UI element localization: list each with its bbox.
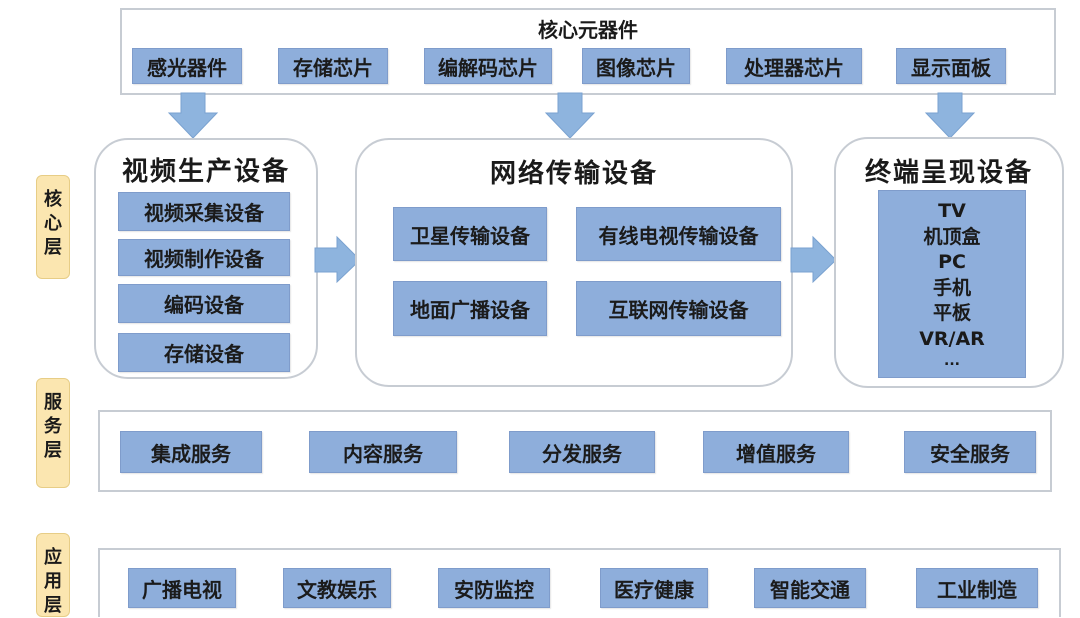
terminal-tablet: 平板 <box>932 302 971 324</box>
layer-application-char-1: 应 <box>44 547 62 568</box>
cable-tv-transmission-device: 有线电视传输设备 <box>576 207 781 261</box>
down-arrow-to-terminal <box>924 92 976 139</box>
layer-service-char-3: 层 <box>44 440 62 461</box>
component-storage-chip: 存储芯片 <box>278 48 388 84</box>
terminal-vr-ar: VR/AR <box>919 327 985 350</box>
integration-service: 集成服务 <box>120 431 262 473</box>
layer-service-char-2: 务 <box>44 416 62 437</box>
service-layer-frame: 集成服务 内容服务 分发服务 增值服务 安全服务 <box>98 410 1052 492</box>
distribution-service: 分发服务 <box>509 431 655 473</box>
video-production-title: 视频生产设备 <box>121 157 290 187</box>
layer-core-char-3: 层 <box>44 237 62 258</box>
layer-core-char-2: 心 <box>44 213 62 234</box>
app-industrial-manufacturing: 工业制造 <box>916 568 1038 608</box>
layer-application-char-3: 层 <box>44 595 62 616</box>
down-arrow-to-network <box>544 92 596 139</box>
app-security-surveillance: 安防监控 <box>438 568 550 608</box>
component-display-panel: 显示面板 <box>896 48 1006 84</box>
core-components-frame: 核心元器件 感光器件 存储芯片 编解码芯片 图像芯片 处理器芯片 显示面板 <box>120 8 1056 95</box>
terminal-mobile-phone: 手机 <box>932 276 971 299</box>
app-intelligent-transport: 智能交通 <box>754 568 866 608</box>
component-photosensor: 感光器件 <box>132 48 242 84</box>
storage-device: 存储设备 <box>118 333 290 372</box>
layer-label-core: 核 心 层 <box>36 175 70 279</box>
terminal-display-panel: 终端呈现设备 TV 机顶盒 PC 手机 平板 VR/AR ... <box>834 137 1064 388</box>
terminal-device-list: TV 机顶盒 PC 手机 平板 VR/AR ... <box>878 190 1026 378</box>
layer-application-char-2: 用 <box>44 571 62 592</box>
terminal-display-title: 终端呈现设备 <box>864 158 1033 188</box>
terrestrial-broadcast-device: 地面广播设备 <box>393 281 547 336</box>
video-capture-device: 视频采集设备 <box>118 192 290 231</box>
right-arrow-to-terminal <box>790 235 837 284</box>
video-production-panel: 视频生产设备 视频采集设备 视频制作设备 编码设备 存储设备 <box>94 138 318 379</box>
down-arrow-to-production <box>167 92 219 139</box>
encoding-device: 编码设备 <box>118 284 290 323</box>
terminal-set-top-box: 机顶盒 <box>923 225 981 248</box>
network-transmission-panel: 网络传输设备 卫星传输设备 有线电视传输设备 地面广播设备 互联网传输设备 <box>355 138 793 387</box>
security-service: 安全服务 <box>904 431 1036 473</box>
value-added-service: 增值服务 <box>703 431 849 473</box>
app-culture-education-entertainment: 文教娱乐 <box>283 568 391 608</box>
video-editing-device: 视频制作设备 <box>118 239 290 276</box>
content-service: 内容服务 <box>309 431 457 473</box>
satellite-transmission-device: 卫星传输设备 <box>393 207 547 261</box>
layer-label-application: 应 用 层 <box>36 533 70 617</box>
application-layer-frame: 广播电视 文教娱乐 安防监控 医疗健康 智能交通 工业制造 <box>98 548 1061 617</box>
terminal-tv: TV <box>938 200 966 222</box>
core-components-title: 核心元器件 <box>538 18 638 42</box>
component-processor-chip: 处理器芯片 <box>726 48 862 84</box>
layer-service-char-1: 服 <box>44 392 62 413</box>
component-image-chip: 图像芯片 <box>582 48 690 84</box>
network-transmission-title: 网络传输设备 <box>489 159 658 189</box>
internet-transmission-device: 互联网传输设备 <box>576 281 781 336</box>
terminal-pc: PC <box>938 251 966 273</box>
layer-core-char-1: 核 <box>44 189 62 210</box>
layer-label-service: 服 务 层 <box>36 378 70 488</box>
app-broadcast-tv: 广播电视 <box>128 568 236 608</box>
component-codec-chip: 编解码芯片 <box>424 48 552 84</box>
right-arrow-to-network <box>314 235 361 284</box>
terminal-ellipsis: ... <box>944 353 960 369</box>
app-medical-health: 医疗健康 <box>600 568 708 608</box>
